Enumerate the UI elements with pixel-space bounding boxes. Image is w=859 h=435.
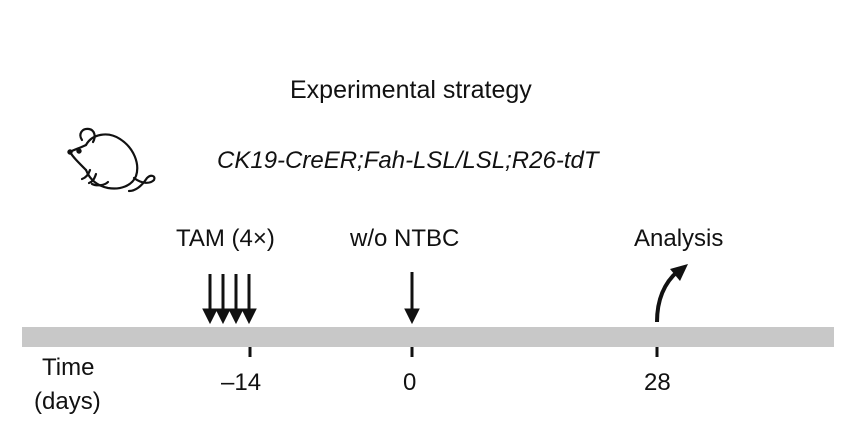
tam-arrows (202, 274, 257, 325)
down-arrow-icon (241, 274, 257, 325)
event-analysis-label: Analysis (634, 225, 724, 252)
axis-label-days: (days) (34, 388, 101, 415)
event-tam-label: TAM (4×) (176, 225, 275, 252)
down-arrow-icon (202, 274, 218, 325)
tick-label-0: 0 (403, 369, 417, 396)
tick-label-28: 28 (644, 369, 671, 396)
curved-arrow-icon (655, 264, 688, 323)
axis-label-time: Time (42, 354, 95, 381)
timeline-bar (22, 327, 834, 347)
event-ntbc-label: w/o NTBC (350, 225, 460, 252)
down-arrow-icon (228, 274, 244, 325)
tick-label-minus-14: –14 (221, 369, 262, 396)
diagram-title: Experimental strategy (290, 76, 532, 104)
ntbc-arrow (404, 272, 420, 325)
genotype-label: CK19-CreER;Fah-LSL/LSL;R26-tdT (217, 147, 599, 174)
down-arrow-icon (215, 274, 231, 325)
mouse-icon (67, 127, 156, 193)
